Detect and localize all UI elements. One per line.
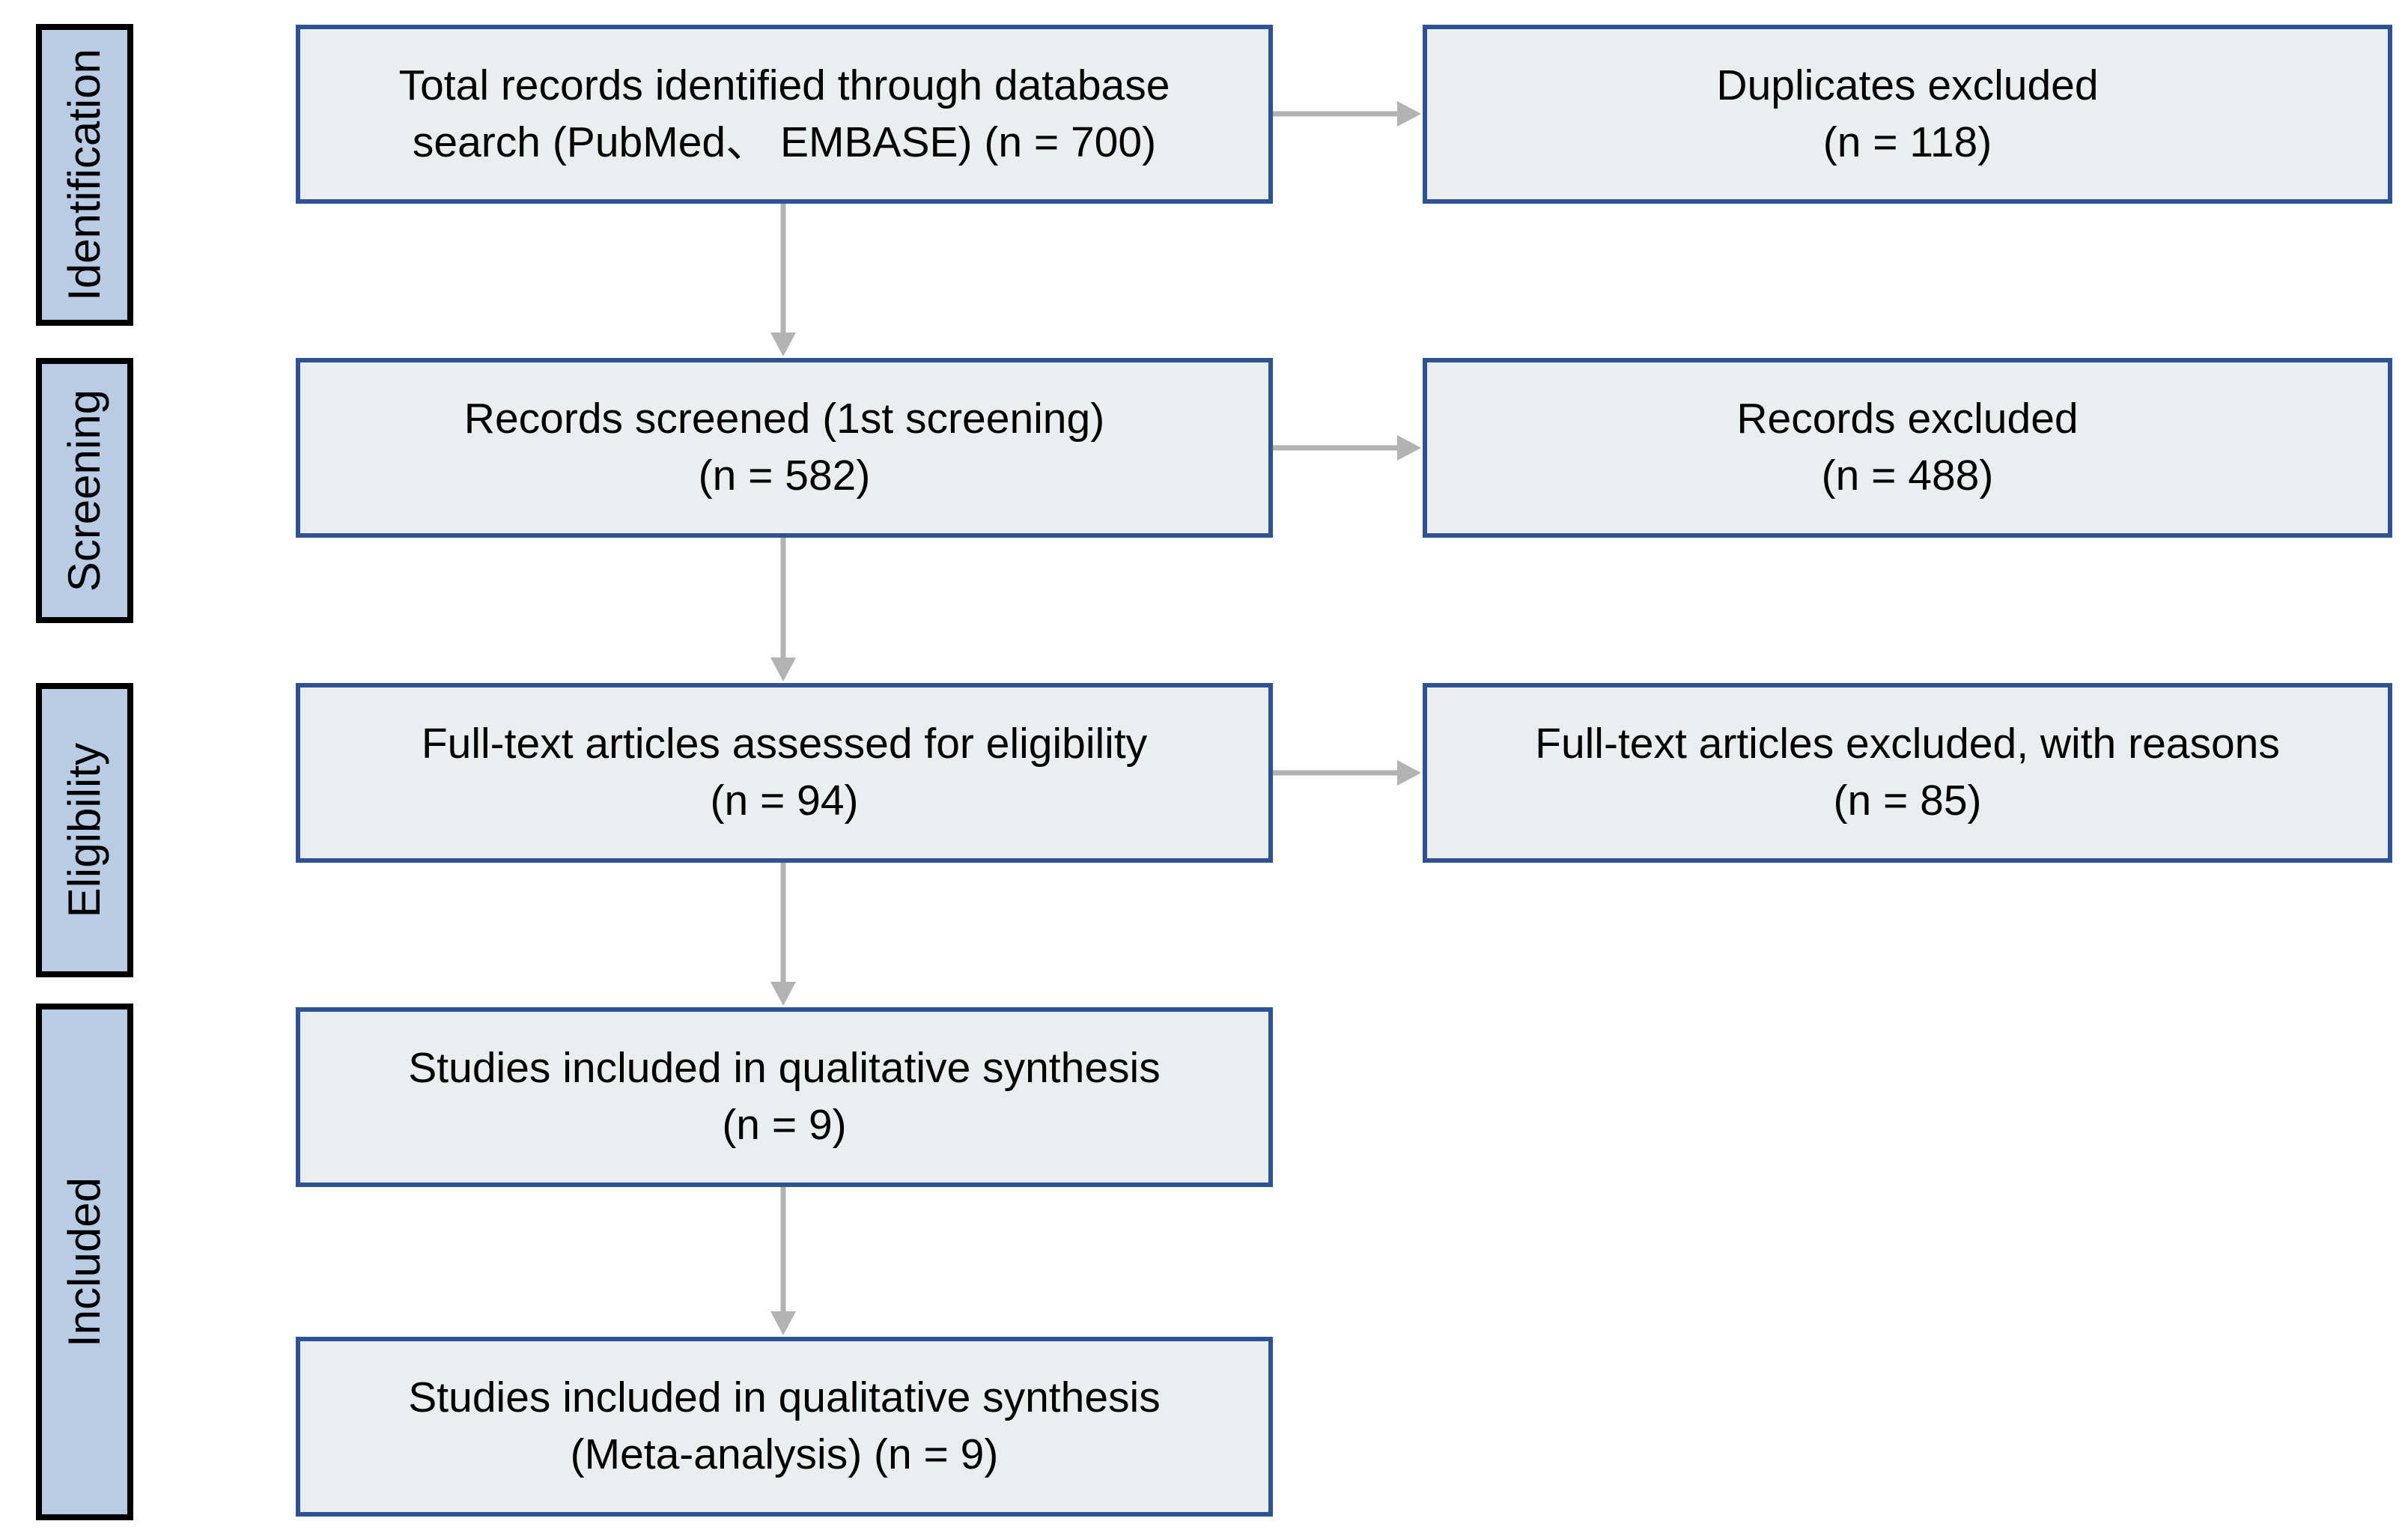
- arrow-to-records-excluded: [1273, 425, 1423, 470]
- box-qualitative-synthesis-text: Studies included in qualitative synthesi…: [408, 1044, 1161, 1149]
- box-meta-analysis: Studies included in qualitative synthesi…: [296, 1337, 1273, 1517]
- box-fulltext-excluded: Full-text articles excluded, with reason…: [1423, 683, 2392, 863]
- arrow-to-duplicates-excluded: [1273, 91, 1423, 136]
- box-duplicates-excluded: Duplicates excluded (n = 118): [1423, 25, 2392, 204]
- stage-label-screening: Screening: [59, 389, 109, 592]
- box-records-screened-text: Records screened (1st screening) (n = 58…: [463, 395, 1105, 500]
- box-meta-analysis-text: Studies included in qualitative synthesi…: [408, 1373, 1161, 1478]
- stage-bar-screening: Screening: [36, 358, 133, 623]
- stage-bar-included: Included: [36, 1004, 133, 1520]
- arrow-qualitative-to-meta: [761, 1187, 806, 1337]
- stage-label-identification: Identification: [59, 49, 109, 301]
- box-records-screened: Records screened (1st screening) (n = 58…: [296, 358, 1273, 538]
- box-fulltext-excluded-text: Full-text articles excluded, with reason…: [1535, 720, 2280, 825]
- arrow-assessed-to-qualitative: [761, 863, 806, 1007]
- arrow-identified-to-screened: [761, 204, 806, 358]
- box-duplicates-excluded-text: Duplicates excluded (n = 118): [1716, 61, 2099, 166]
- box-fulltext-assessed: Full-text articles assessed for eligibil…: [296, 683, 1273, 863]
- stage-label-eligibility: Eligibility: [59, 742, 109, 918]
- box-fulltext-assessed-text: Full-text articles assessed for eligibil…: [421, 720, 1148, 825]
- stage-label-included: Included: [59, 1177, 109, 1347]
- box-records-identified: Total records identified through databas…: [296, 25, 1273, 204]
- stage-bar-eligibility: Eligibility: [36, 683, 133, 977]
- arrow-screened-to-assessed: [761, 538, 806, 683]
- arrow-to-fulltext-excluded: [1273, 750, 1423, 795]
- box-records-excluded: Records excluded (n = 488): [1423, 358, 2392, 538]
- box-qualitative-synthesis: Studies included in qualitative synthesi…: [296, 1007, 1273, 1187]
- stage-bar-identification: Identification: [36, 24, 133, 326]
- box-records-identified-text: Total records identified through databas…: [398, 61, 1170, 166]
- box-records-excluded-text: Records excluded (n = 488): [1736, 395, 2079, 500]
